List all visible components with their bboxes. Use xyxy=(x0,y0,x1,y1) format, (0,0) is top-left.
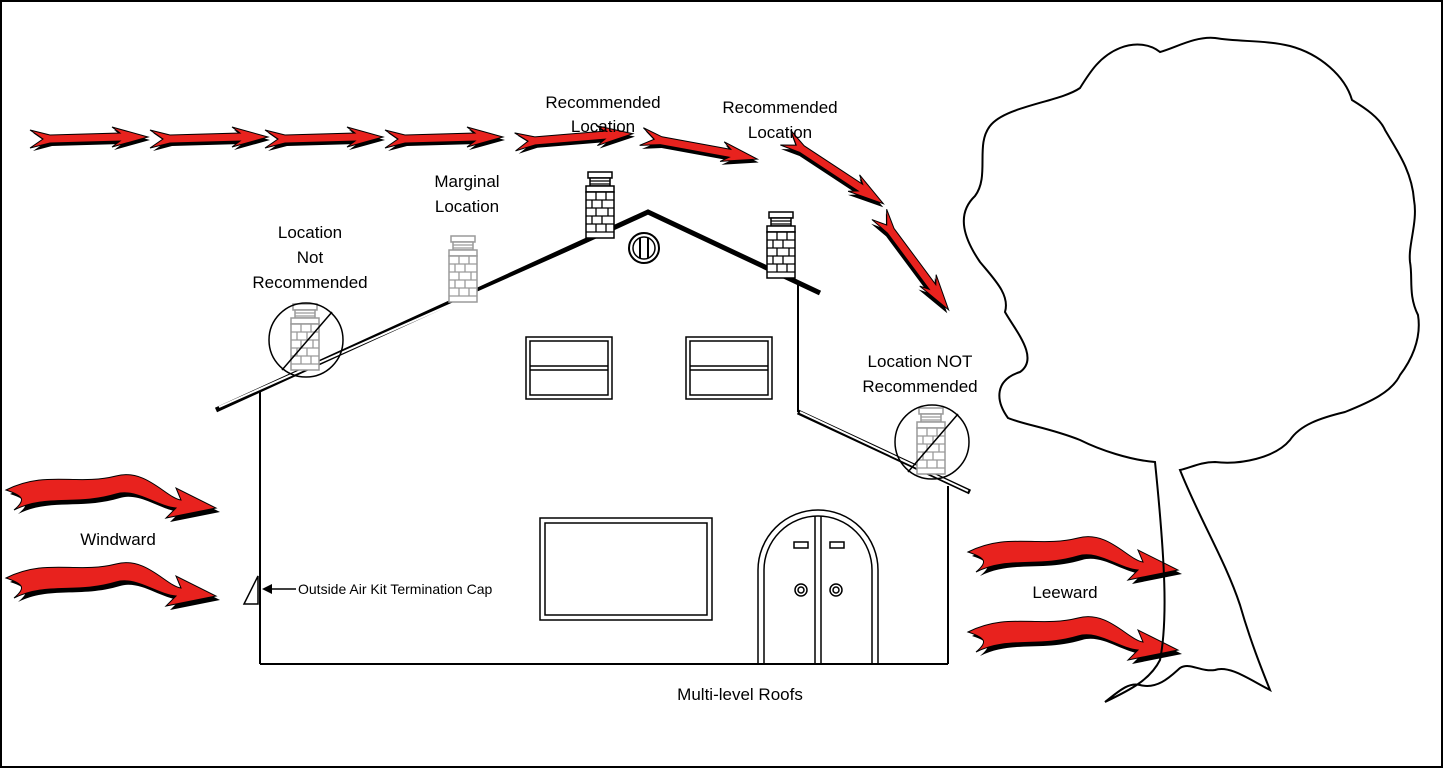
chimney-not-recommended-right xyxy=(894,404,970,480)
wind-arrow xyxy=(384,126,506,152)
label-text: Recommended xyxy=(862,377,977,396)
wind-arrow xyxy=(868,206,959,321)
wind-arrow xyxy=(264,126,386,152)
label-text: Location xyxy=(748,123,812,142)
label-text: Recommended xyxy=(722,98,837,117)
outside-air-cap xyxy=(242,575,296,605)
label-marginal: Marginal Location xyxy=(434,172,499,216)
leeward-arrow-bottom xyxy=(967,616,1183,665)
double-door xyxy=(757,509,879,664)
leeward-arrow-top xyxy=(967,536,1183,585)
caption: Multi-level Roofs xyxy=(677,685,803,704)
chimney-recommended-right xyxy=(766,211,796,279)
label-recommended-2: Recommended Location xyxy=(722,98,837,142)
wind-arrow xyxy=(638,124,762,174)
chimney-not-recommended-left xyxy=(268,302,344,378)
label-text: Location xyxy=(571,117,635,136)
label-text: Location xyxy=(278,223,342,242)
windward-arrow-bottom xyxy=(5,562,221,611)
label-text: Not xyxy=(297,248,324,267)
house-outline xyxy=(214,209,972,665)
label-outside-air-cap: Outside Air Kit Termination Cap xyxy=(298,581,492,597)
label-text: Recommended xyxy=(545,93,660,112)
label-text: Marginal xyxy=(434,172,499,191)
attic-vent xyxy=(628,232,660,264)
windward-arrow-top xyxy=(5,474,221,523)
label-not-recommended-left: Location Not Recommended xyxy=(252,223,367,292)
label-text: Recommended xyxy=(252,273,367,292)
wind-arrows-wavy xyxy=(5,474,1183,665)
label-recommended-1: Recommended Location xyxy=(545,93,660,136)
chimney-recommended-peak xyxy=(585,171,615,239)
label-not-recommended-right: Location NOT Recommended xyxy=(862,352,977,396)
label-windward: Windward xyxy=(80,530,156,549)
label-text: Location xyxy=(435,197,499,216)
picture-window xyxy=(539,517,713,621)
wind-arrow xyxy=(29,126,151,152)
upper-windows xyxy=(525,336,773,400)
tree xyxy=(962,36,1420,703)
chimney-marginal xyxy=(448,235,478,303)
wind-arrow xyxy=(149,126,271,152)
label-text: Location NOT xyxy=(868,352,973,371)
label-leeward: Leeward xyxy=(1032,583,1097,602)
